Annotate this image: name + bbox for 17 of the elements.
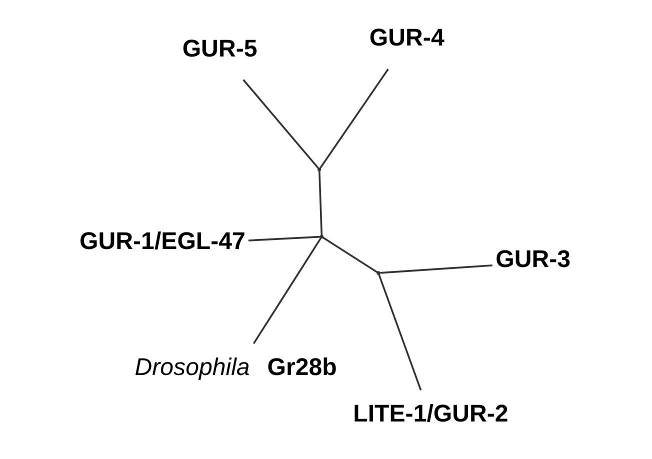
node-point bbox=[317, 168, 322, 172]
connector bbox=[322, 236, 378, 273]
connector bbox=[380, 264, 492, 274]
connector bbox=[318, 170, 323, 236]
connector bbox=[320, 68, 389, 168]
node-text: GUR-1/EGL-47 bbox=[80, 228, 246, 256]
node-text: GUR-3 bbox=[496, 246, 571, 273]
connector bbox=[378, 274, 422, 390]
connector bbox=[248, 236, 320, 242]
node-text: Drosophila Gr28b bbox=[134, 354, 337, 381]
node-point bbox=[320, 234, 324, 239]
node-text: GUR-4 bbox=[369, 24, 444, 52]
connector bbox=[252, 238, 322, 344]
node-point bbox=[376, 271, 380, 275]
node-text: GUR-5 bbox=[182, 35, 258, 62]
node-text: LITE-1/GUR-2 bbox=[353, 400, 508, 428]
connector bbox=[242, 79, 319, 169]
